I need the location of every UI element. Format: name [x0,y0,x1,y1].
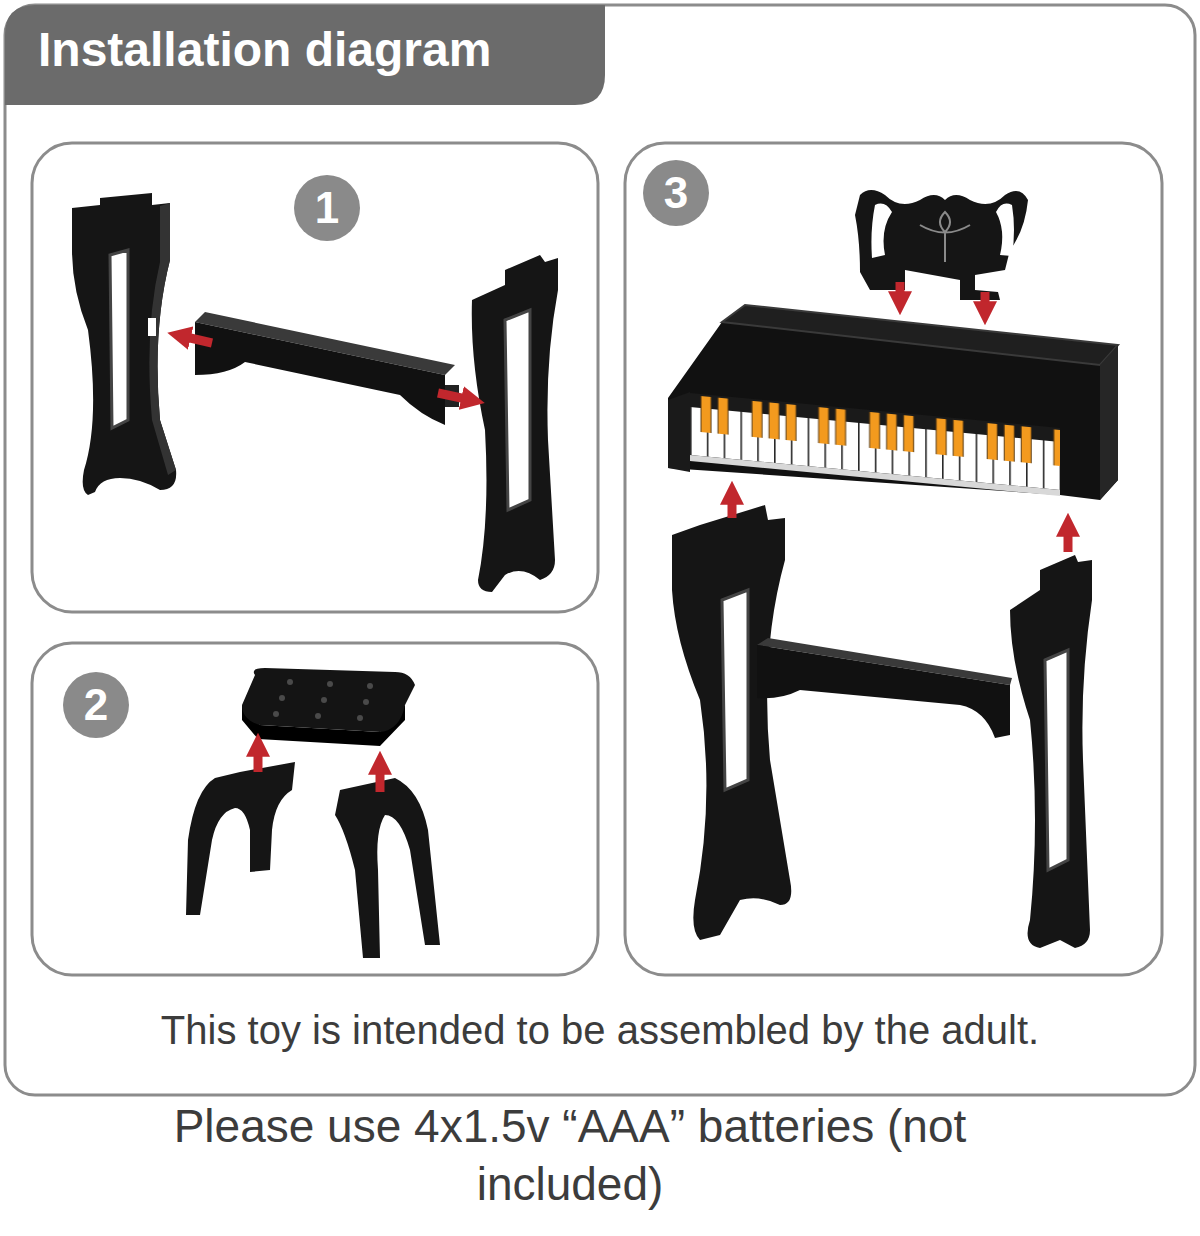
tuft [321,697,327,703]
leg-board [472,255,558,592]
stand-crossbar [757,645,1010,738]
stand-crossbar [195,312,459,425]
assembly-arrow [376,770,385,792]
leg-slot [110,250,128,428]
stool-leg [335,778,440,958]
tuft [327,681,333,687]
piano-side [1100,345,1118,500]
tuft [315,713,321,719]
assembly-arrow [981,292,990,306]
seat-cushion [242,668,415,732]
tuft [363,699,369,705]
diagram-title: Installation diagram [38,24,491,77]
label-row: This toy is intended to be assembled by … [20,1006,1180,1054]
battery-note: Please use 4x1.5v “AAA” batteries (not i… [120,1098,1020,1213]
step-number: 3 [664,171,688,215]
leg-slot [505,310,530,510]
step-panel [625,143,1162,975]
piano-body [668,305,1118,500]
step-number-circle: 3 [643,160,709,226]
leg-slot [1045,650,1068,870]
assembly-arrow [1064,532,1073,552]
step-number-circle: 2 [63,672,129,738]
leg-board [72,193,176,495]
piano-cheek [668,392,690,472]
step-number: 2 [84,683,108,727]
stand-cutout [871,204,892,258]
assembly-arrow [896,282,905,296]
stand-board [855,190,1028,300]
leg-slot [722,590,748,790]
music-stand [855,190,1028,300]
stand-right-leg [1010,555,1092,948]
tuft [357,715,363,721]
stand-left-leg [72,193,176,495]
assembly-note: This toy is intended to be assembled by … [161,1008,1039,1052]
tuft [287,679,293,685]
stand-right-leg [472,255,558,592]
stand-cutout [996,204,1014,256]
stand-left-leg [672,505,791,940]
title-tab [5,5,605,105]
assembly-arrow [254,752,263,772]
step-panel [32,143,598,612]
stand-ornament [920,212,970,262]
toy-piano [668,305,1118,500]
seat-tufts [273,679,373,721]
outer-frame [5,5,1195,1095]
stool-leg [186,762,295,915]
step-panel [32,643,598,975]
stool-seat [242,668,415,746]
key-fronts [690,455,1060,496]
piano-lid [722,305,1118,365]
crossbar-front [195,322,445,425]
step-number-circle: 1 [294,175,360,241]
step-number: 1 [315,186,339,230]
assembly-arrow [728,500,737,518]
tuft [279,695,285,701]
assembly-arrow [186,337,212,343]
tuft [367,683,373,689]
leg-edge [149,203,176,475]
leg-socket [148,318,156,336]
assembly-arrow [438,393,466,399]
orange-keys [690,395,1060,466]
tuft [273,711,279,717]
